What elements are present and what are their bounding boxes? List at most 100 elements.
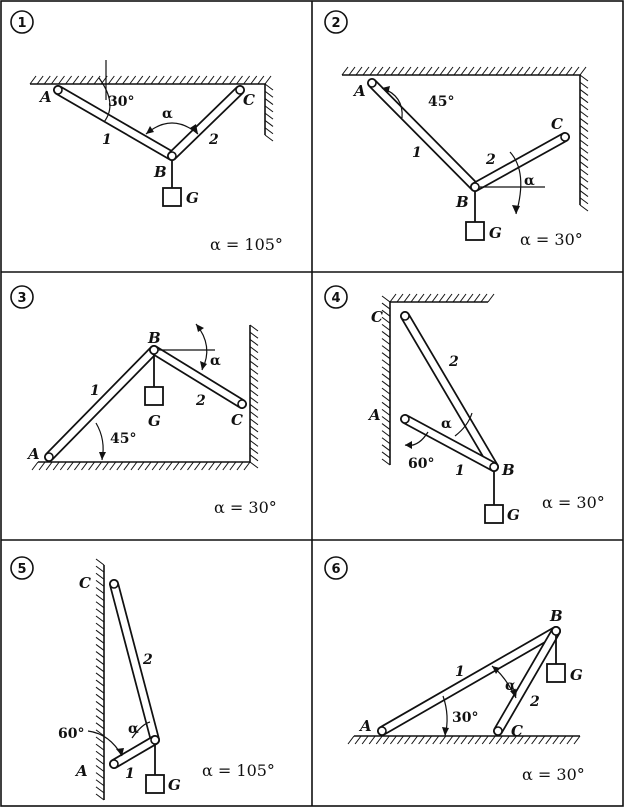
- angle-label-60: 60°: [58, 726, 84, 742]
- rod-1: [44, 345, 159, 462]
- weight-label: G: [489, 224, 502, 242]
- hatch-stroke: [95, 701, 105, 708]
- hatch-stroke: [381, 359, 391, 367]
- hatch-stroke: [509, 66, 517, 76]
- hatch-stroke: [488, 735, 496, 745]
- hatch-stroke: [172, 461, 180, 471]
- hatch-stroke: [381, 458, 391, 466]
- hatch-stroke: [432, 66, 440, 76]
- hatch-stroke: [29, 75, 37, 85]
- point-label-B: B: [549, 607, 563, 625]
- angle-label-alpha: α: [210, 353, 221, 369]
- hatch-stroke: [572, 66, 580, 76]
- hatch-stroke: [257, 75, 265, 85]
- point-label-A: A: [352, 82, 366, 100]
- hatch-stroke: [473, 293, 481, 303]
- hatch-stroke: [58, 75, 65, 85]
- hatch-stroke: [236, 461, 244, 471]
- hatch-stroke: [397, 66, 405, 76]
- hatch-stroke: [424, 293, 432, 303]
- weight-label: G: [168, 776, 181, 794]
- hatch-stroke: [107, 75, 115, 85]
- hatch-stroke: [579, 132, 589, 140]
- panel-number-badge: 2: [324, 10, 348, 34]
- hatch-stroke: [439, 735, 447, 745]
- hatch-stroke: [43, 75, 51, 85]
- hatch-stroke: [249, 425, 259, 433]
- joint-C: [493, 726, 503, 736]
- hatch-stroke: [579, 146, 589, 154]
- arrowhead: [116, 748, 124, 756]
- hatch-stroke: [95, 665, 105, 673]
- hatch-stroke: [417, 293, 425, 303]
- weight-block: [162, 187, 182, 207]
- hatch-stroke: [381, 416, 391, 423]
- hatch-stroke: [264, 90, 274, 98]
- hatch-stroke: [38, 461, 46, 471]
- angle-label-30: 30°: [108, 94, 134, 110]
- point-label-C: C: [231, 411, 243, 429]
- hatch-stroke: [558, 66, 566, 76]
- hatch-stroke: [74, 461, 81, 471]
- weight-label: G: [186, 189, 199, 207]
- hatch-stroke: [249, 432, 259, 440]
- hatch-stroke: [95, 693, 105, 701]
- hatch: [95, 558, 105, 801]
- hatch-stroke: [579, 154, 589, 161]
- angle-arc-30: [98, 77, 111, 123]
- arrowhead: [442, 727, 449, 736]
- hatch-stroke: [579, 168, 589, 176]
- hatch-stroke: [381, 423, 391, 430]
- hatch-stroke: [467, 735, 475, 745]
- hatch-stroke: [95, 715, 105, 723]
- hatch-stroke: [95, 572, 105, 580]
- rod-label-2: 2: [142, 652, 153, 668]
- rod-label-1: 1: [125, 766, 135, 782]
- hatch-stroke: [453, 735, 461, 745]
- joint-A: [44, 452, 54, 462]
- hatch-stroke: [361, 735, 369, 745]
- panel-3: 3 A B C 1 2 45° α G α = 30°: [10, 285, 277, 517]
- point-label-A: A: [38, 88, 52, 106]
- hatch-stroke: [396, 293, 404, 303]
- hatch-stroke: [516, 66, 524, 76]
- hatch-stroke: [579, 182, 589, 190]
- hatch-stroke: [66, 461, 74, 471]
- hatch-stroke: [446, 735, 454, 745]
- hatch-stroke: [95, 615, 105, 623]
- hatch-stroke: [579, 96, 589, 104]
- hatch-stroke: [264, 75, 272, 85]
- rod-1: [109, 735, 160, 769]
- joint-C: [237, 399, 247, 409]
- hatch-stroke: [95, 757, 105, 765]
- hatch-stroke: [480, 293, 488, 303]
- hatch-stroke: [95, 779, 105, 787]
- hatch-stroke: [88, 461, 95, 471]
- hatch-stroke: [452, 293, 460, 303]
- hatch-stroke: [347, 735, 355, 745]
- arrowhead: [382, 86, 390, 94]
- panel-number: 4: [331, 291, 340, 306]
- hatch-stroke: [579, 110, 589, 118]
- hatch-stroke: [375, 735, 383, 745]
- hatch-stroke: [36, 75, 44, 85]
- condition-text: α = 105°: [210, 235, 283, 254]
- hatch-stroke: [129, 75, 137, 85]
- panel-2: 2 A B C 1 2 45° α G α = 30°: [324, 10, 589, 249]
- angle-label-60: 60°: [408, 456, 434, 472]
- hatch-stroke: [236, 75, 243, 85]
- hatch-stroke: [109, 461, 117, 471]
- angle-label-alpha: α: [524, 173, 535, 189]
- hatch-stroke: [397, 735, 404, 745]
- hatch-stroke: [453, 66, 461, 76]
- point-label-A: A: [74, 762, 88, 780]
- joint-B: [150, 735, 160, 745]
- hatch-stroke: [137, 461, 145, 471]
- joint-C: [109, 579, 119, 589]
- hatch-stroke: [538, 735, 546, 745]
- hatch-stroke: [222, 461, 230, 471]
- weight-label: G: [570, 666, 583, 684]
- rod-1: [377, 626, 561, 736]
- hatch-stroke: [79, 75, 87, 85]
